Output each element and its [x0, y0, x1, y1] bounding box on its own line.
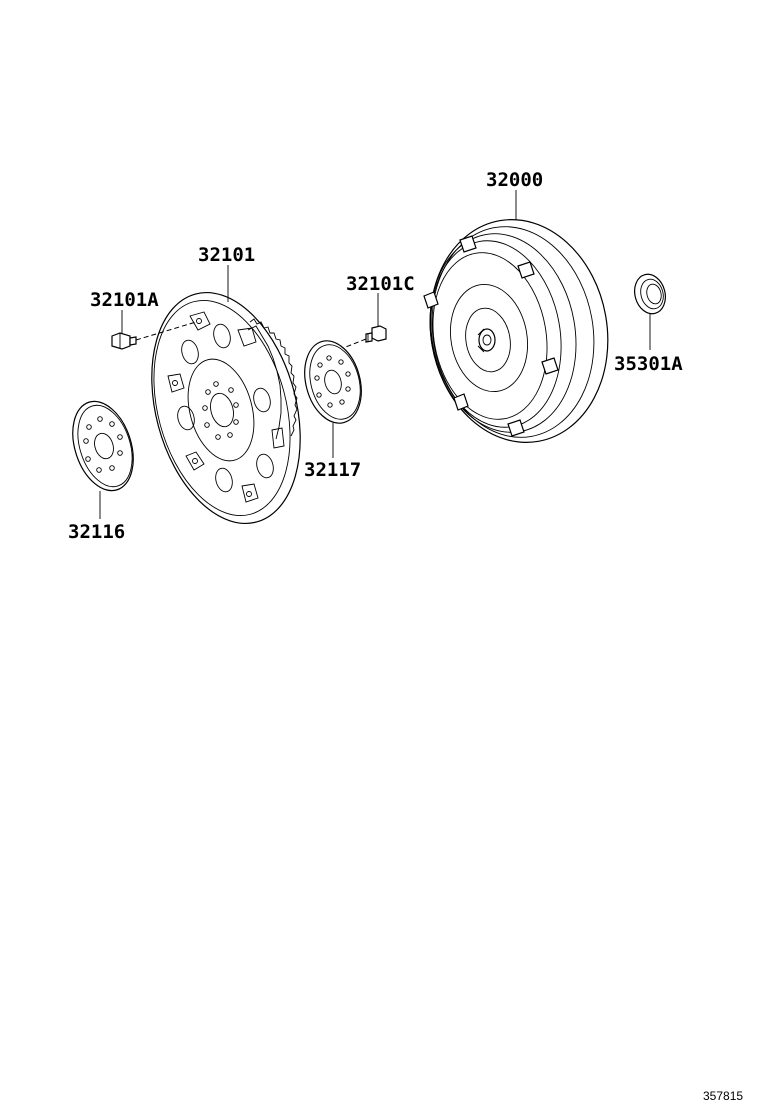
callout-35301a: 35301A — [614, 353, 683, 375]
front-spacer-plate — [72, 400, 134, 492]
callout-32000: 32000 — [486, 169, 543, 191]
torque-converter — [423, 219, 609, 443]
callout-32101: 32101 — [198, 244, 255, 266]
bolt-alignment-line-a — [135, 321, 197, 341]
callout-32101c: 32101C — [346, 273, 415, 295]
converter-bolt — [365, 325, 387, 343]
callout-32116: 32116 — [68, 521, 125, 543]
callout-32117: 32117 — [304, 459, 361, 481]
drive-plate-bolt — [111, 332, 137, 350]
oil-seal — [634, 273, 666, 315]
callout-32101a: 32101A — [90, 289, 159, 311]
drive-plate — [151, 291, 301, 525]
figure-number: 357815 — [703, 1089, 743, 1103]
rear-spacer-plate — [304, 340, 362, 424]
